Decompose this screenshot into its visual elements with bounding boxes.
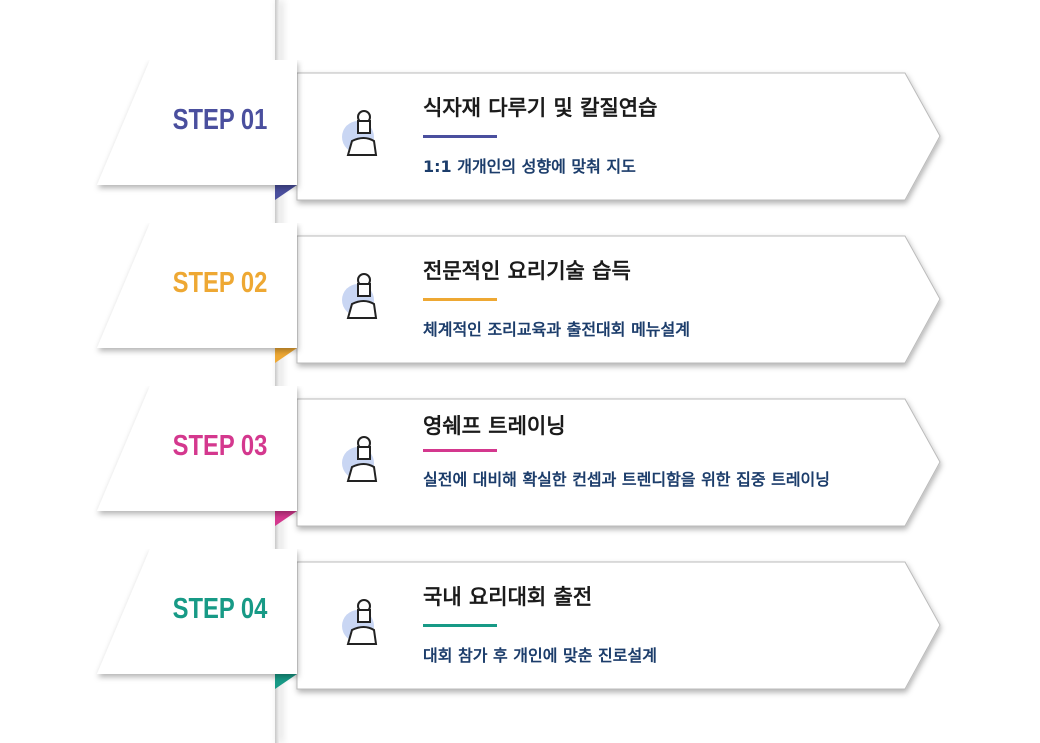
step-label: STEP 02 — [172, 267, 268, 299]
step-label: STEP 03 — [172, 430, 268, 462]
chef-cooking-icon — [330, 268, 390, 328]
step-subtitle: 체계적인 조리교육과 출전대회 메뉴설계 — [423, 320, 690, 339]
step-shape — [97, 223, 941, 364]
chef-menu-clipboard-icon — [330, 431, 390, 491]
step-subtitle: 대회 참가 후 개인에 맞춘 진로설계 — [423, 646, 657, 665]
cutting-board-knife-icon — [330, 105, 390, 165]
step-shape — [97, 386, 941, 527]
step-label: STEP 01 — [172, 104, 268, 136]
step-item-2: STEP 02 전문적인 요리기술 습득 체계적인 조리교육과 출전대회 메뉴설… — [0, 223, 1040, 383]
step-subtitle: 1:1 개개인의 성향에 맞춰 지도 — [423, 157, 636, 176]
step-underline — [423, 135, 497, 138]
step-underline — [423, 298, 497, 301]
step-title: 식자재 다루기 및 칼질연습 — [423, 96, 658, 120]
step-subtitle: 실전에 대비해 확실한 컨셉과 트렌디함을 위한 집중 트레이닝 — [423, 470, 830, 489]
step-item-3: STEP 03 영쉐프 트레이닝 실전에 대비해 확실한 컨셉과 트렌디함을 위… — [0, 386, 1040, 546]
step-label: STEP 04 — [172, 593, 268, 625]
chef-presenting-icon — [330, 594, 390, 654]
vertical-rail — [275, 0, 279, 743]
step-title: 국내 요리대회 출전 — [423, 585, 593, 609]
step-item-1: STEP 01 식자재 다루기 및 칼질연습 1:1 개개인의 성향에 맞춰 지… — [0, 60, 1040, 220]
step-title: 영쉐프 트레이닝 — [423, 414, 566, 438]
step-shape — [97, 549, 941, 690]
step-shape — [97, 60, 941, 201]
step-underline — [423, 624, 497, 627]
step-item-4: STEP 04 국내 요리대회 출전 대회 참가 후 개인에 맞춘 진로설계 — [0, 549, 1040, 709]
step-underline — [423, 449, 497, 452]
step-title: 전문적인 요리기술 습득 — [423, 259, 631, 283]
